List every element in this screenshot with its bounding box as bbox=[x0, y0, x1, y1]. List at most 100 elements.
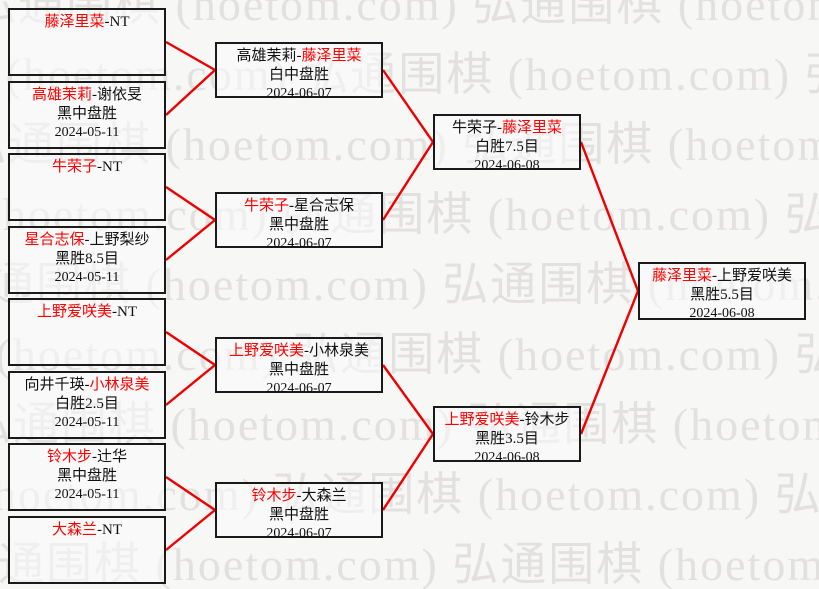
match-result: 黑胜5.5目 bbox=[690, 287, 754, 303]
player-winner: 星合志保 bbox=[24, 232, 85, 248]
player-separator: - bbox=[497, 120, 502, 136]
connector-line bbox=[579, 141, 640, 292]
player-separator: - bbox=[289, 198, 294, 214]
match-date: 2024-06-08 bbox=[689, 306, 755, 321]
match-box[interactable]: 大森兰-NT bbox=[8, 516, 166, 584]
match-players: 牛荣子-NT bbox=[52, 158, 122, 177]
match-players: 牛荣子-藤泽里菜 bbox=[452, 119, 562, 138]
connector-line bbox=[165, 364, 216, 406]
player-separator: - bbox=[304, 343, 309, 359]
player-separator: - bbox=[84, 232, 90, 248]
connector-line bbox=[165, 186, 216, 221]
match-box[interactable]: 藤泽里菜-NT bbox=[8, 8, 166, 76]
connector-line bbox=[382, 69, 434, 143]
match-date: 2024-06-07 bbox=[266, 86, 332, 101]
match-box[interactable]: 牛荣子-NT bbox=[8, 153, 166, 221]
connector-line bbox=[165, 509, 216, 551]
connector-line bbox=[579, 290, 640, 435]
match-players: 铃木步-大森兰 bbox=[251, 487, 346, 506]
match-players: 高雄茉莉-藤泽里菜 bbox=[236, 47, 361, 66]
match-players: 牛荣子-星合志保 bbox=[244, 197, 354, 216]
player-winner: 牛荣子 bbox=[51, 159, 97, 175]
match-players: 星合志保-上野梨纱 bbox=[24, 231, 149, 250]
match-result: 白胜7.5目 bbox=[475, 139, 539, 155]
match-players: 上野爱咲美-铃木步 bbox=[444, 411, 569, 430]
match-date: 2024-06-08 bbox=[474, 158, 540, 173]
player-loser: 大森兰 bbox=[301, 488, 347, 504]
match-players: 藤泽里菜-上野爱咲美 bbox=[652, 267, 792, 286]
player-loser: NT bbox=[102, 522, 122, 538]
player-loser: 上野爱咲美 bbox=[717, 268, 793, 284]
player-separator: - bbox=[97, 159, 102, 175]
match-result: 黑中盘胜 bbox=[268, 507, 329, 523]
connector-line bbox=[381, 433, 435, 511]
player-winner: 藤泽里菜 bbox=[44, 14, 105, 30]
match-result: 黑胜8.5目 bbox=[55, 251, 119, 267]
player-separator: - bbox=[84, 377, 90, 393]
match-date: 2024-06-08 bbox=[474, 450, 540, 465]
player-loser: 上野梨纱 bbox=[89, 232, 150, 248]
match-players: 大森兰-NT bbox=[52, 521, 122, 540]
match-result: 黑中盘胜 bbox=[56, 106, 117, 122]
player-separator: - bbox=[97, 522, 102, 538]
match-players: 上野爱咲美-小林泉美 bbox=[229, 342, 369, 361]
connector-line bbox=[165, 219, 216, 261]
match-result: 白胜2.5目 bbox=[55, 396, 119, 412]
player-loser: 小林泉美 bbox=[309, 343, 370, 359]
match-date: 2024-06-07 bbox=[266, 236, 332, 251]
player-separator: - bbox=[92, 449, 97, 465]
player-winner: 上野爱咲美 bbox=[444, 412, 520, 428]
connector-line bbox=[165, 476, 216, 511]
player-separator: - bbox=[104, 14, 110, 30]
match-result: 黑中盘胜 bbox=[268, 217, 329, 233]
player-loser: 谢依旻 bbox=[97, 87, 143, 103]
player-loser: NT bbox=[109, 14, 130, 30]
player-loser: 高雄茉莉 bbox=[236, 48, 297, 64]
match-players: 高雄茉莉-谢依旻 bbox=[32, 86, 142, 105]
player-loser: 牛荣子 bbox=[451, 120, 497, 136]
match-date: 2024-06-07 bbox=[266, 526, 332, 541]
player-winner: 高雄茉莉 bbox=[31, 87, 92, 103]
player-separator: - bbox=[92, 87, 97, 103]
match-result: 黑胜3.5目 bbox=[475, 431, 539, 447]
player-loser: 星合志保 bbox=[294, 198, 355, 214]
player-loser: NT bbox=[102, 159, 122, 175]
player-winner: 牛荣子 bbox=[243, 198, 289, 214]
player-loser: 辻华 bbox=[97, 449, 128, 465]
player-separator: - bbox=[712, 268, 717, 284]
player-separator: - bbox=[296, 488, 302, 504]
connector-line bbox=[165, 40, 216, 72]
connector-line bbox=[165, 69, 216, 116]
match-players: 藤泽里菜-NT bbox=[44, 13, 129, 32]
player-separator: - bbox=[519, 412, 525, 428]
player-loser: 向井千瑛 bbox=[24, 377, 85, 393]
match-players: 向井千瑛-小林泉美 bbox=[24, 376, 149, 395]
player-winner: 小林泉美 bbox=[89, 377, 150, 393]
connector-line bbox=[382, 364, 434, 435]
match-box[interactable]: 牛荣子-藤泽里菜白胜7.5目 2024-06-08 bbox=[433, 114, 581, 173]
player-loser: 铃木步 bbox=[524, 412, 570, 428]
player-winner: 上野爱咲美 bbox=[36, 304, 112, 320]
match-date: 2024-05-11 bbox=[54, 125, 120, 140]
player-winner: 铃木步 bbox=[251, 488, 297, 504]
match-result: 黑中盘胜 bbox=[56, 468, 117, 484]
player-winner: 藤泽里菜 bbox=[651, 268, 712, 284]
match-date: 2024-05-11 bbox=[54, 487, 120, 502]
player-separator: - bbox=[112, 304, 117, 320]
player-winner: 上野爱咲美 bbox=[228, 343, 304, 359]
connector-line bbox=[381, 141, 435, 221]
match-result: 黑中盘胜 bbox=[268, 362, 329, 378]
match-date: 2024-05-11 bbox=[54, 270, 120, 285]
match-box[interactable]: 上野爱咲美-NT bbox=[8, 298, 166, 366]
